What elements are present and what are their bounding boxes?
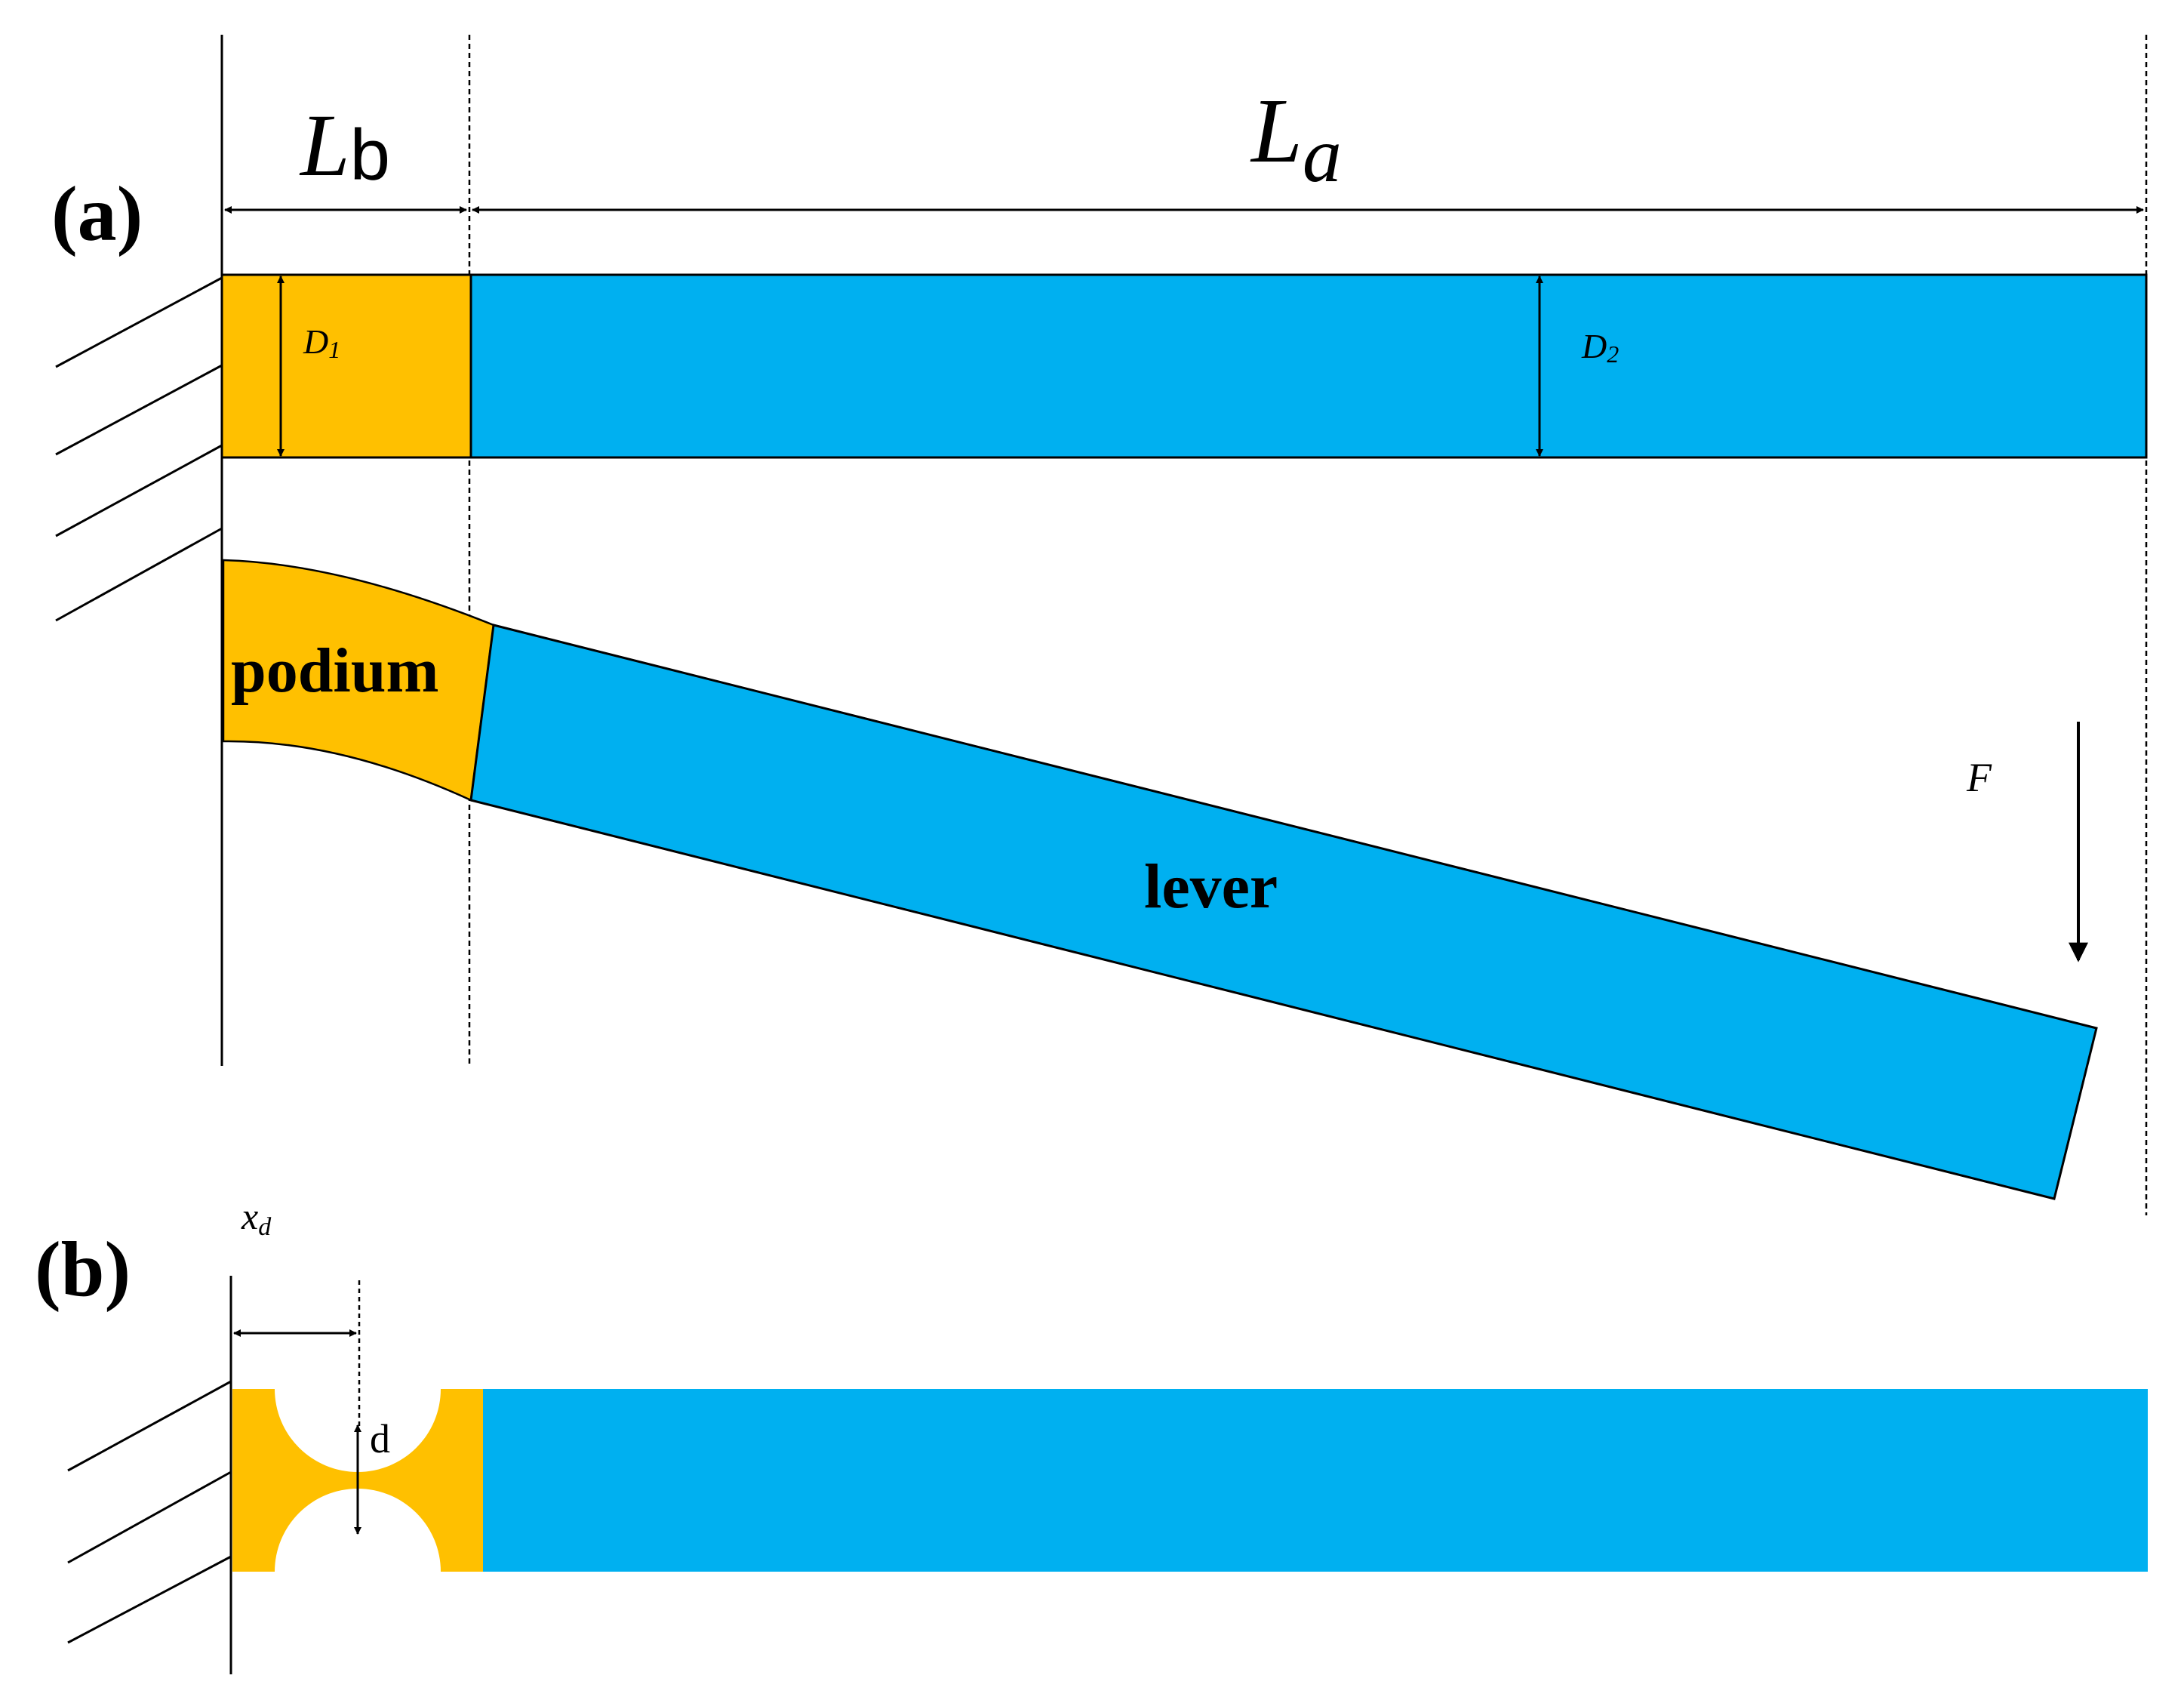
notch-d-label: d [370, 1416, 390, 1461]
panel-b: (b) xd d [35, 1195, 2148, 1674]
la-label: La [1250, 80, 1342, 199]
wall-hatch-b [67, 1380, 232, 1644]
xd-subscript: d [258, 1213, 272, 1241]
lb-label: Lb [299, 96, 390, 196]
panel-a-label: (a) [51, 171, 143, 257]
wall-hatch-a [55, 276, 223, 622]
d1-label: D1 [303, 322, 340, 363]
lb-subscript: b [350, 115, 390, 196]
force-label: F [1966, 755, 1992, 800]
d1-subscript: 1 [328, 336, 340, 363]
lever-b [483, 1389, 2148, 1572]
panel-a: (a) Lb La D1 [51, 35, 2148, 1215]
la-subscript: a [1303, 112, 1342, 199]
d2-symbol: D [1581, 327, 1607, 365]
podium-undeformed [220, 273, 472, 459]
panel-b-label: (b) [35, 1226, 131, 1313]
xd-symbol: x [241, 1195, 258, 1237]
lb-symbol: L [299, 96, 350, 195]
xd-label: xd [241, 1195, 272, 1241]
d2-subscript: 2 [1607, 340, 1619, 368]
la-symbol: L [1250, 80, 1303, 182]
lever-label: lever [1144, 852, 1278, 922]
d1-symbol: D [303, 322, 328, 361]
podium-label: podium [231, 636, 438, 706]
lever-deformed [469, 624, 2098, 1200]
dashed-guides [468, 35, 2148, 1215]
lever-undeformed [469, 273, 2148, 459]
d2-label: D2 [1581, 327, 1619, 368]
